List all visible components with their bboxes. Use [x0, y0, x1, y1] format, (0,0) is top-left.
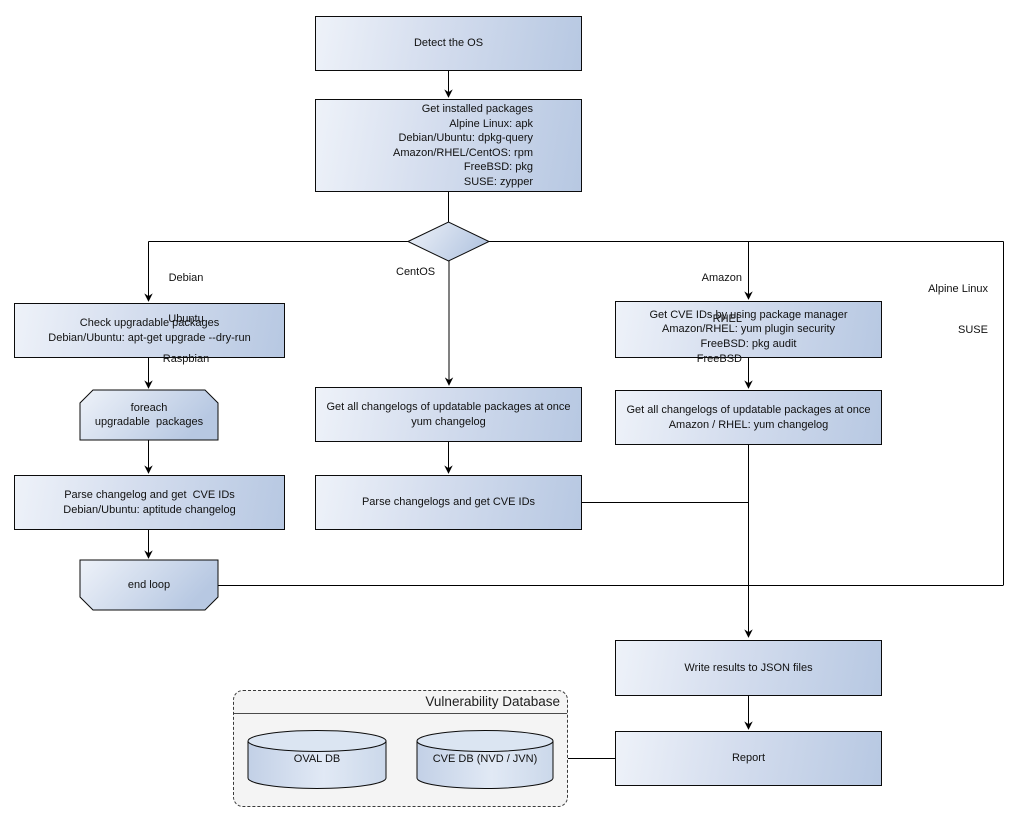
node-label: SUSE: zypper	[463, 175, 533, 188]
node-label: Get all changelogs of updatable packages…	[326, 401, 571, 413]
node-label: Parse changelog and get CVE IDs	[64, 489, 235, 501]
branch-label-amazon: Amazon RHEL FreeBSD	[696, 272, 742, 365]
node-parse-changelog-debian: Parse changelog and get CVE IDs Debian/U…	[14, 475, 285, 530]
node-label: Write results to JSON files	[684, 661, 813, 674]
cve-db-cylinder	[416, 730, 554, 789]
node-label: FreeBSD: pkg audit	[700, 337, 797, 350]
node-label: Amazon/RHEL: yum plugin security	[661, 323, 835, 336]
node-get-cve-ids-pkg-manager: Get CVE IDs by using package manager Ama…	[615, 301, 882, 358]
node-label: Get CVE IDs by using package manager	[649, 308, 848, 321]
node-label: Get installed packages	[421, 103, 533, 115]
node-label: Detect the OS	[413, 37, 484, 50]
node-label: Amazon / RHEL: yum changelog	[668, 418, 829, 431]
node-detect-os: Detect the OS	[315, 16, 582, 71]
node-label: Report	[731, 752, 766, 765]
node-label: Parse changelogs and get CVE IDs	[361, 496, 536, 509]
node-label: Debian/Ubuntu: apt-get upgrade --dry-run	[48, 331, 251, 344]
branch-label-debian: Debian Ubuntu Raspbian	[162, 272, 210, 365]
node-label: yum changelog	[411, 415, 486, 428]
node-get-installed-packages: Get installed packages Alpine Linux: apk…	[315, 99, 582, 192]
node-label: Amazon/RHEL/CentOS: rpm	[393, 146, 533, 159]
branch-label-alpine: Alpine Linux SUSE	[928, 283, 988, 336]
node-write-results: Write results to JSON files	[615, 640, 882, 696]
node-label: Debian/Ubuntu: dpkg-query	[398, 132, 533, 144]
node-label: FreeBSD: pkg	[463, 161, 533, 173]
node-label: Debian/Ubuntu: aptitude changelog	[63, 503, 236, 516]
node-check-upgradable: Check upgradable packages Debian/Ubuntu:…	[14, 303, 285, 358]
node-changelogs-amazon: Get all changelogs of updatable packages…	[615, 390, 882, 445]
node-parse-changelogs-centos: Parse changelogs and get CVE IDs	[315, 475, 582, 530]
vulnerability-database-title: Vulnerability Database	[234, 691, 567, 714]
node-label: Get all changelogs of updatable packages…	[626, 404, 871, 416]
os-decision-diamond	[406, 221, 491, 262]
node-report: Report	[615, 731, 882, 786]
node-label: Check upgradable packages	[79, 317, 220, 329]
branch-label-centos: CentOS	[396, 266, 436, 278]
node-label: Alpine Linux: apk	[449, 117, 533, 130]
oval-db-cylinder	[247, 730, 387, 789]
end-loop-shape	[79, 559, 219, 611]
node-changelogs-centos: Get all changelogs of updatable packages…	[315, 387, 582, 442]
foreach-loop-shape	[79, 389, 219, 441]
